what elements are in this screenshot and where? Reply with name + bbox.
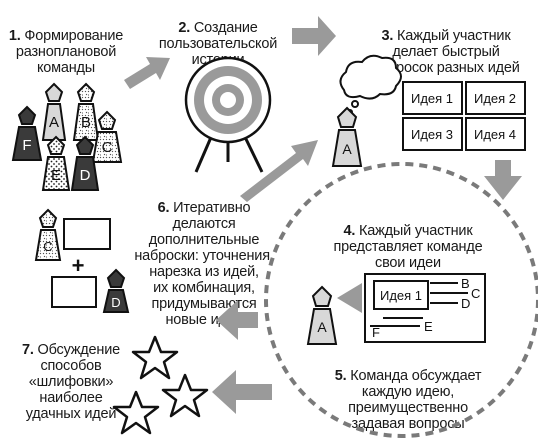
team-letter-c: C bbox=[102, 139, 113, 156]
sketch-label-f: F bbox=[372, 325, 380, 340]
team-letter-d: D bbox=[80, 167, 91, 184]
presented-idea-label: Идея 1 bbox=[380, 288, 422, 303]
arrow-5-to-6 bbox=[216, 300, 258, 340]
arrow-6-to-3 bbox=[240, 140, 318, 202]
team-piece-a bbox=[41, 82, 67, 141]
sketch-label-b: B bbox=[461, 276, 470, 291]
thinking-piece-letter: A bbox=[342, 141, 352, 157]
sketch-label-c: C bbox=[471, 286, 480, 301]
step-4-text: 4. Каждый участник представляет команде … bbox=[318, 207, 498, 271]
arrow-5-to-7 bbox=[212, 370, 272, 414]
step-1-text: 1. Формирование разноплановой команды bbox=[0, 12, 132, 76]
step-5-label: Команда обсуждает каждую идею, преимущес… bbox=[348, 368, 482, 432]
sketch-label-e: E bbox=[424, 319, 433, 334]
step-7-label: Обсуждение способов «шлифовки» наиболее … bbox=[25, 342, 120, 422]
arrow-2-to-3 bbox=[292, 16, 336, 56]
plus-sign: + bbox=[72, 253, 85, 278]
step-6-label: Итеративно делаются дополнительные набро… bbox=[134, 200, 274, 328]
step-7-number: 7. bbox=[21, 342, 34, 358]
team-pieces bbox=[11, 82, 123, 191]
target-icon bbox=[184, 56, 272, 173]
team-letter-a: A bbox=[49, 114, 59, 131]
idea-card-1: Идея 1 bbox=[411, 91, 453, 106]
step-2-number: 2. bbox=[178, 20, 191, 36]
iteration-dashed-circle bbox=[264, 162, 538, 438]
idea-cards: Идея 1 Идея 2 Идея 3 Идея 4 bbox=[402, 81, 526, 151]
stars bbox=[112, 335, 209, 435]
arrow-3-to-4 bbox=[484, 160, 522, 200]
step-4-number: 4. bbox=[343, 223, 356, 239]
step-5-text: 5. Команда обсуждает каждую идею, преиму… bbox=[318, 352, 498, 432]
team-letter-b: B bbox=[81, 114, 91, 131]
idea-card-3: Идея 3 bbox=[411, 127, 453, 142]
combine-letter-c: C bbox=[43, 239, 52, 254]
team-piece-d bbox=[70, 135, 100, 191]
idea-card-2: Идея 2 bbox=[474, 91, 516, 106]
sketch-board: Идея 1 B C D E F bbox=[364, 273, 486, 343]
step-4-label: Каждый участник представляет команде сво… bbox=[333, 223, 483, 271]
star-icon bbox=[131, 335, 179, 380]
step-1-label: Формирование разноплановой команды bbox=[15, 28, 124, 76]
team-piece-f bbox=[11, 105, 43, 161]
team-letters: A B C D E F bbox=[22, 114, 112, 184]
step-6-number: 6. bbox=[157, 200, 170, 216]
presenter-pointer bbox=[337, 283, 362, 313]
sketch-label-d: D bbox=[461, 296, 470, 311]
step-1-number: 1. bbox=[8, 28, 21, 44]
team-piece-b bbox=[72, 82, 100, 141]
arrow-1-to-2 bbox=[124, 57, 170, 89]
step-5-number: 5. bbox=[334, 368, 347, 384]
presenter-piece: A bbox=[306, 285, 338, 345]
presenter-letter: A bbox=[317, 319, 327, 335]
idea-card-4: Идея 4 bbox=[474, 127, 516, 142]
combine-letter-d: D bbox=[111, 295, 120, 310]
thinking-piece: A bbox=[331, 106, 363, 167]
star-icon bbox=[161, 373, 209, 418]
step-3-number: 3. bbox=[381, 28, 394, 44]
team-piece-c bbox=[91, 110, 123, 163]
thought-cloud bbox=[339, 54, 402, 115]
team-letter-f: F bbox=[22, 137, 31, 154]
step-6-text: 6. Итеративно делаются дополнительные на… bbox=[120, 184, 288, 328]
step-7-text: 7. Обсуждение способов «шлифовки» наибол… bbox=[12, 326, 130, 422]
star-icon bbox=[112, 390, 160, 435]
team-letter-e: E bbox=[51, 167, 61, 184]
team-piece-e bbox=[41, 135, 71, 191]
combine-sketches: C D + bbox=[34, 208, 130, 313]
